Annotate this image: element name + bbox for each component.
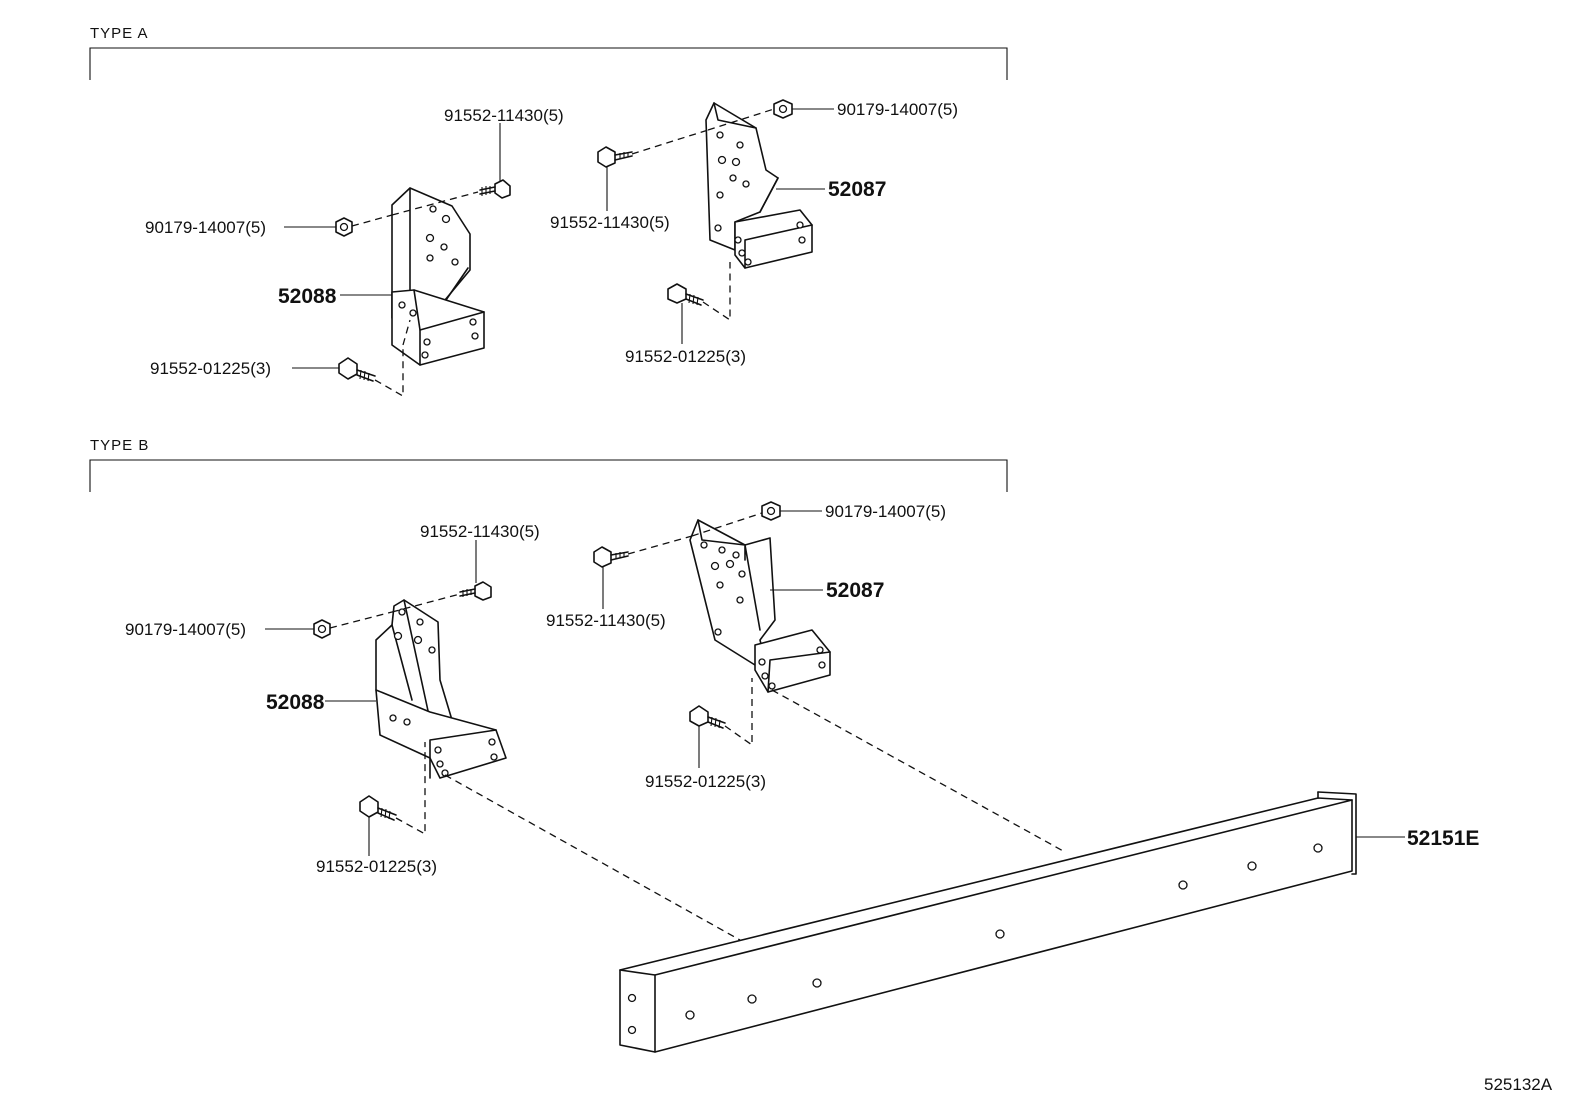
type-b-bolt-91552-01225-right	[689, 705, 726, 729]
type-b-guide-lower-left	[395, 742, 426, 836]
label-b-52087: 52087	[826, 579, 884, 602]
label-a-52088: 52088	[278, 285, 337, 308]
type-a-nut-90179-14007-right	[773, 99, 793, 119]
type-a-bolt-91552-01225-right	[667, 283, 704, 306]
type-a-guide-upper-left	[351, 191, 479, 227]
type-a-bracket-52087	[705, 102, 813, 269]
type-a-guide-lower-right	[702, 262, 731, 322]
label-a-91552-01225-left: 91552-01225(3)	[150, 359, 271, 378]
type-a-bolt-91552-01225-left	[338, 357, 376, 382]
cross-member-52151e	[619, 791, 1357, 1053]
type-b-bolt-91552-11430-right	[593, 546, 629, 568]
label-b-91552-11430-left: 91552-11430(5)	[420, 522, 540, 541]
label-b-90179-14007-right: 90179-14007(5)	[825, 502, 946, 521]
type-b-nut-90179-14007-right	[761, 501, 781, 521]
label-a-91552-01225-right: 91552-01225(3)	[625, 347, 746, 366]
label-a-90179-14007-left: 90179-14007(5)	[145, 218, 266, 237]
type-b-bracket-frame	[89, 459, 1008, 492]
type-a-guide-upper-right	[631, 108, 775, 155]
label-b-90179-14007-left: 90179-14007(5)	[125, 620, 246, 639]
type-b-bolt-91552-11430-left	[459, 581, 492, 601]
label-a-52087: 52087	[828, 178, 886, 201]
label-a-90179-14007-right: 90179-14007(5)	[837, 100, 958, 119]
section-title-type-b: TYPE B	[90, 437, 149, 454]
type-a-bracket-52088	[391, 187, 485, 366]
type-a-bolt-91552-11430-left	[479, 179, 511, 199]
section-title-type-a: TYPE A	[90, 25, 149, 42]
type-a-bolt-91552-11430-right	[597, 146, 633, 168]
label-b-91552-11430-right: 91552-11430(5)	[546, 611, 666, 630]
type-b-guide-to-member-left	[444, 774, 741, 941]
type-b-guide-lower-right	[724, 678, 753, 747]
type-b-bracket-52087	[689, 519, 831, 693]
figure-code: 525132A	[1484, 1075, 1553, 1094]
label-52151e: 52151E	[1407, 827, 1479, 850]
type-b-guide-upper-right	[627, 512, 763, 555]
type-b-nut-90179-14007-left	[313, 619, 331, 639]
type-a-guide-lower-left	[374, 319, 411, 398]
label-b-91552-01225-left: 91552-01225(3)	[316, 857, 437, 876]
type-b-guide-upper-left	[329, 593, 461, 629]
type-b-bracket-52088	[375, 599, 507, 779]
type-b-guide-to-member-right	[771, 689, 1066, 853]
label-b-91552-01225-right: 91552-01225(3)	[645, 772, 766, 791]
label-a-91552-11430-right: 91552-11430(5)	[550, 213, 670, 232]
type-b-bolt-91552-01225-left	[359, 795, 397, 821]
type-a-bracket-frame	[89, 47, 1008, 80]
label-a-91552-11430-left: 91552-11430(5)	[444, 106, 564, 125]
type-a-nut-90179-14007-left	[335, 217, 353, 237]
label-b-52088: 52088	[266, 691, 325, 714]
